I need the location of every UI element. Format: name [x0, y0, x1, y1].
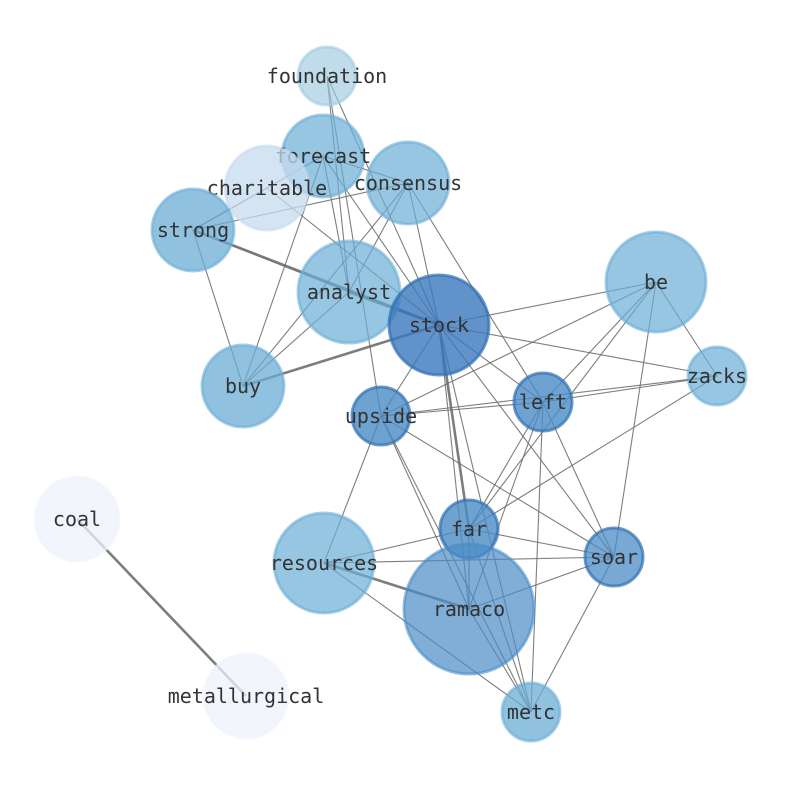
node-far: far [438, 498, 500, 560]
node-circle-soar [583, 526, 645, 588]
node-stock: stock [387, 273, 491, 377]
node-label-soar: soar [590, 545, 638, 569]
node-buy: buy [200, 343, 286, 429]
node-label-foundation: foundation [267, 64, 387, 88]
node-circle-coal [33, 475, 121, 563]
node-circle-metc [500, 681, 562, 743]
node-label-metallurgical: metallurgical [168, 684, 325, 708]
node-label-metc: metc [507, 700, 555, 724]
node-circle-zacks [686, 345, 748, 407]
node-label-resources: resources [270, 551, 378, 575]
node-circle-charitable [223, 144, 311, 232]
node-label-zacks: zacks [687, 364, 747, 388]
node-be: be [604, 230, 708, 334]
edge-zacks-far [468, 375, 718, 530]
node-analyst: analyst [296, 239, 402, 345]
node-soar: soar [583, 526, 645, 588]
node-circle-left [512, 371, 574, 433]
node-strong: strong [150, 187, 236, 273]
edge-upside-soar [380, 415, 615, 558]
node-circle-upside [350, 385, 412, 447]
node-label-strong: strong [157, 218, 229, 242]
node-label-far: far [451, 517, 487, 541]
node-upside: upside [345, 385, 417, 447]
node-zacks: zacks [686, 345, 748, 407]
node-circle-ramaco [402, 542, 536, 676]
node-metc: metc [500, 681, 562, 743]
node-label-upside: upside [345, 404, 417, 428]
node-circle-stock [387, 273, 491, 377]
node-circle-foundation [296, 45, 358, 107]
node-circle-consensus [365, 140, 451, 226]
node-left: left [512, 371, 574, 433]
node-circle-resources [272, 511, 376, 615]
node-circle-metallurgical [202, 652, 290, 740]
node-foundation: foundation [267, 45, 387, 107]
node-label-buy: buy [225, 374, 261, 398]
node-resources: resources [270, 511, 378, 615]
node-circle-strong [150, 187, 236, 273]
node-label-be: be [644, 270, 668, 294]
node-label-ramaco: ramaco [433, 597, 505, 621]
node-label-charitable: charitable [207, 176, 327, 200]
node-label-coal: coal [53, 507, 101, 531]
node-coal: coal [33, 475, 121, 563]
node-label-consensus: consensus [354, 171, 462, 195]
node-charitable: charitable [207, 144, 327, 232]
node-label-analyst: analyst [307, 280, 391, 304]
node-circle-be [604, 230, 708, 334]
node-circle-buy [200, 343, 286, 429]
node-label-left: left [519, 390, 567, 414]
node-metallurgical: metallurgical [168, 652, 325, 740]
node-ramaco: ramaco [402, 542, 536, 676]
node-label-stock: stock [409, 313, 469, 337]
node-consensus: consensus [354, 140, 462, 226]
edge-left-metc [530, 401, 544, 713]
